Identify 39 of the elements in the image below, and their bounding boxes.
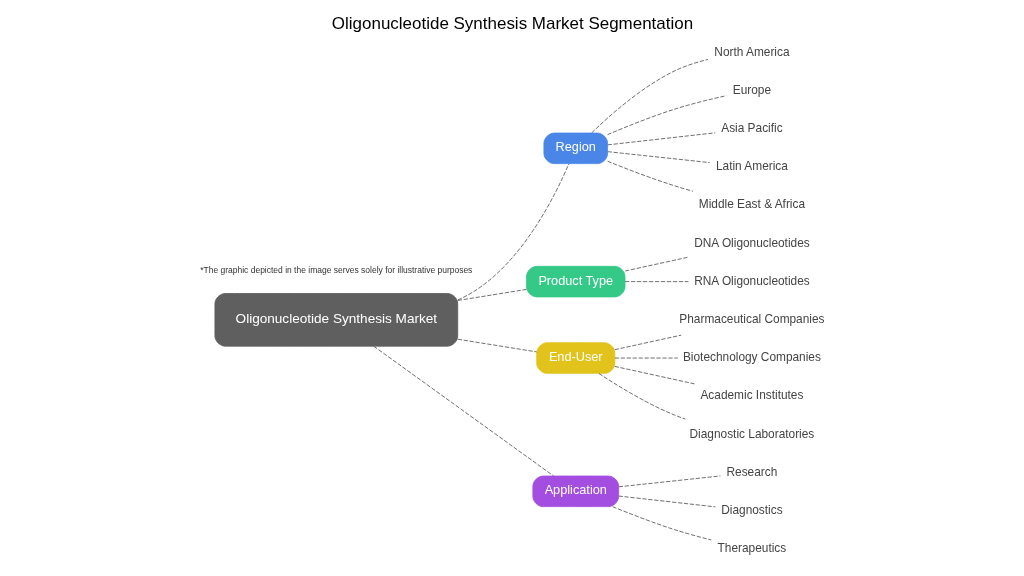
connector	[456, 163, 569, 301]
connector	[590, 59, 708, 134]
node-box: Product Type	[525, 265, 625, 298]
connector	[624, 281, 689, 283]
node-text: Europe	[732, 82, 771, 97]
node-text: DNA Oligonucleotides	[693, 235, 810, 250]
node-text: Asia Pacific	[720, 120, 783, 135]
node-text: Latin America	[715, 159, 788, 174]
connector	[456, 338, 537, 353]
connector	[613, 357, 678, 359]
connector	[606, 95, 727, 136]
node-box: Region	[543, 132, 608, 165]
node-text: Biotechnology Companies	[682, 350, 821, 365]
node-text: Therapeutics	[717, 541, 786, 556]
node-box: Oligonucleotide Synthesis Market	[214, 293, 458, 347]
node-text: Diagnostic Laboratories	[689, 426, 814, 441]
connector	[617, 495, 716, 508]
connector	[611, 506, 712, 541]
node-text: North America	[713, 44, 790, 59]
connector	[613, 334, 682, 351]
connector	[372, 345, 554, 477]
connector	[606, 151, 710, 163]
node-text: Diagnostics	[720, 503, 783, 518]
node-text: Pharmaceutical Companies	[678, 311, 825, 326]
connector	[598, 373, 686, 420]
connector	[606, 160, 693, 192]
diagram-title: Oligonucleotide Synthesis Market Segmentation	[331, 13, 693, 33]
connector	[606, 132, 716, 146]
connector	[613, 366, 695, 385]
connector	[456, 289, 527, 301]
node-box: End-User	[535, 342, 615, 374]
node-box: Application	[531, 475, 619, 508]
node-text: Research	[726, 464, 777, 479]
node-text: Academic Institutes	[699, 388, 803, 403]
label: *The graphic depicted in the image serves solely for illustrative purposes	[199, 264, 472, 275]
node-text: RNA Oligonucleotides	[693, 273, 810, 288]
connector	[624, 256, 689, 272]
connector	[617, 475, 721, 488]
node-text: Middle East & Africa	[698, 197, 805, 212]
